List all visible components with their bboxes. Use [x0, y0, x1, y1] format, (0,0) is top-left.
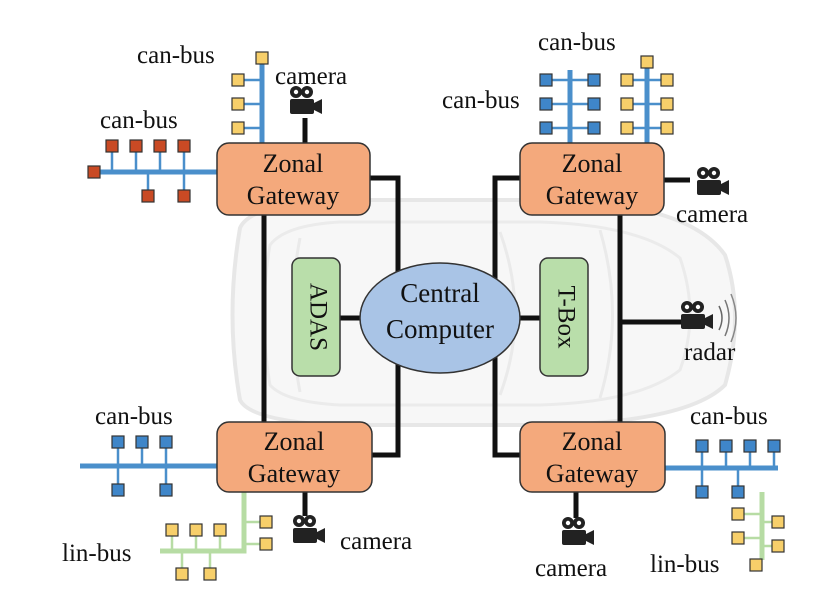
- can-node-yellow: [660, 121, 674, 135]
- can-node-red: [129, 139, 143, 153]
- can-node-yellow: [620, 121, 634, 135]
- can-node-yellow: [620, 97, 634, 111]
- label-can-bus-tr-left: can-bus: [442, 87, 520, 114]
- svg-text:Zonal: Zonal: [562, 427, 623, 456]
- bus-nodes: [87, 51, 785, 581]
- sensors: [290, 86, 737, 545]
- label-can-bus-tl-left: can-bus: [100, 107, 178, 134]
- label-camera-tl: camera: [275, 63, 347, 90]
- svg-text:Gateway: Gateway: [546, 181, 638, 210]
- can-node-blue: [539, 97, 553, 111]
- can-node-yellow: [231, 121, 245, 135]
- lin-node-yellow: [189, 523, 203, 537]
- tbox-module[interactable]: T-Box: [539, 257, 589, 377]
- can-node-red: [141, 189, 155, 203]
- can-node-blue: [539, 121, 553, 135]
- can-node-blue: [159, 435, 173, 449]
- can-node-yellow: [660, 97, 674, 111]
- can-node-blue: [159, 483, 173, 497]
- can-node-blue: [539, 73, 553, 87]
- camera-icon-br: [562, 517, 594, 545]
- svg-text:Computer: Computer: [386, 314, 494, 344]
- central-computer[interactable]: Central Computer: [359, 262, 521, 374]
- can-node-blue: [111, 483, 125, 497]
- can-node-blue: [743, 439, 757, 453]
- can-node-blue: [587, 73, 601, 87]
- zonal-gateway-tr[interactable]: Zonal Gateway: [519, 142, 665, 216]
- label-can-bus-tr-top: can-bus: [538, 29, 616, 56]
- lin-node-yellow: [175, 567, 189, 581]
- camera-icon-tr: [697, 167, 729, 195]
- can-node-blue: [587, 121, 601, 135]
- can-node-blue: [587, 97, 601, 111]
- can-node-yellow: [231, 73, 245, 87]
- lin-node-yellow: [259, 515, 273, 529]
- svg-text:Gateway: Gateway: [546, 459, 638, 488]
- lin-node-yellow: [771, 539, 785, 553]
- can-node-blue: [767, 439, 781, 453]
- lin-node-yellow: [165, 523, 179, 537]
- svg-text:Zonal: Zonal: [263, 149, 324, 178]
- svg-text:Gateway: Gateway: [248, 459, 340, 488]
- can-node-yellow: [620, 73, 634, 87]
- can-node-blue: [719, 439, 733, 453]
- label-can-bus-br: can-bus: [690, 403, 768, 430]
- can-node-blue: [111, 435, 125, 449]
- can-node-yellow: [231, 97, 245, 111]
- label-camera-tr: camera: [676, 201, 748, 228]
- label-lin-bus-br: lin-bus: [650, 551, 719, 578]
- label-camera-br: camera: [535, 555, 607, 582]
- lin-node-yellow: [731, 531, 745, 545]
- can-node-red: [153, 139, 167, 153]
- labels: can-bus camera can-bus can-bus can-bus c…: [62, 29, 768, 582]
- can-node-blue: [135, 435, 149, 449]
- lin-node-yellow: [213, 523, 227, 537]
- svg-text:T-Box: T-Box: [552, 286, 579, 349]
- lin-node-yellow: [731, 507, 745, 521]
- can-node-red: [105, 139, 119, 153]
- lin-node-yellow: [749, 558, 763, 572]
- zonal-gateway-br[interactable]: Zonal Gateway: [519, 421, 666, 493]
- camera-icon-tl: [290, 86, 322, 114]
- svg-text:Zonal: Zonal: [264, 427, 325, 456]
- adas-module[interactable]: ADAS: [291, 257, 341, 377]
- label-radar: radar: [684, 339, 736, 366]
- svg-text:Central: Central: [400, 278, 479, 308]
- backbone-links: [261, 118, 690, 518]
- zonal-gateway-bl[interactable]: Zonal Gateway: [216, 421, 373, 493]
- svg-text:ADAS: ADAS: [304, 283, 331, 351]
- camera-icon-bl: [293, 515, 325, 543]
- radar-waves-icon: [718, 293, 737, 343]
- bus-lines: [80, 58, 778, 560]
- can-node-red: [177, 189, 191, 203]
- radar-icon: [681, 301, 713, 329]
- lin-node-yellow: [203, 567, 217, 581]
- can-node-blue: [731, 485, 745, 499]
- lin-node-yellow: [259, 537, 273, 551]
- can-node-yellow: [640, 55, 654, 69]
- svg-text:Gateway: Gateway: [247, 181, 339, 210]
- label-lin-bus-bl: lin-bus: [62, 540, 131, 567]
- lin-node-yellow: [771, 515, 785, 529]
- label-camera-bl: camera: [340, 528, 412, 555]
- can-node-red: [87, 165, 101, 179]
- can-node-yellow: [660, 73, 674, 87]
- can-node-blue: [695, 439, 709, 453]
- can-node-blue: [695, 485, 709, 499]
- label-can-bus-bl: can-bus: [95, 403, 173, 430]
- label-can-bus-tl-top: can-bus: [137, 42, 215, 69]
- zonal-gateway-tl[interactable]: Zonal Gateway: [216, 142, 371, 216]
- can-node-red: [177, 139, 191, 153]
- can-node-yellow: [255, 51, 269, 65]
- svg-text:Zonal: Zonal: [562, 149, 623, 178]
- lin-bus-line-bl: [160, 492, 247, 554]
